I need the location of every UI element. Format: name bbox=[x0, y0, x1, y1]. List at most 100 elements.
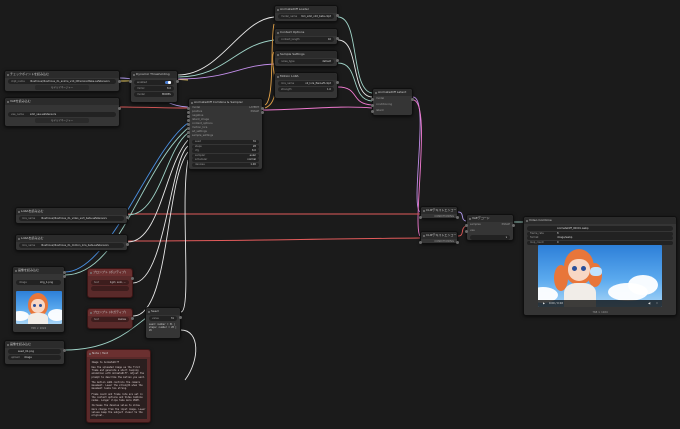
output-slot[interactable] bbox=[336, 81, 339, 84]
play-icon[interactable]: ▶ bbox=[543, 302, 545, 305]
input-slot[interactable] bbox=[187, 130, 190, 134]
prompt-option-field[interactable] bbox=[91, 285, 129, 291]
lora-name-combo[interactable]: lora_name Illustrious/Illustrious_XL_mot… bbox=[19, 242, 124, 248]
input-slot[interactable] bbox=[371, 103, 374, 107]
ckpt-name-combo[interactable]: ckpt_name Illustrious/Illustrious_XL_ani… bbox=[8, 79, 116, 84]
volume-icon[interactable]: ◀) bbox=[647, 302, 651, 305]
output-slot[interactable] bbox=[63, 349, 66, 352]
input-slot[interactable] bbox=[465, 223, 468, 227]
sample-settings-node[interactable]: Sample Settings noise_type default bbox=[274, 50, 339, 67]
input-slot[interactable] bbox=[187, 118, 190, 122]
output-slot[interactable] bbox=[261, 110, 264, 114]
negative-text-field[interactable]: text lowres bbox=[91, 316, 129, 322]
output-slot[interactable] bbox=[411, 97, 414, 101]
prompt-text-field[interactable]: text 1girl, solo, ... bbox=[91, 280, 129, 285]
input-slot[interactable] bbox=[419, 240, 422, 244]
note-paragraph: Frame count and frame rate are set in th… bbox=[91, 392, 143, 403]
dynamic-threshold-node[interactable]: Dynamic Thresholding enabled mimic 8.0 m… bbox=[129, 70, 179, 103]
motion-lora-combo[interactable]: lora_name v2_lora_PanLeft.ckpt bbox=[278, 80, 334, 86]
image-select-combo[interactable]: image img_1.png bbox=[16, 280, 61, 285]
enabled-toggle[interactable]: enabled bbox=[134, 80, 174, 85]
output-slot[interactable] bbox=[336, 14, 339, 17]
input-slot[interactable] bbox=[187, 110, 190, 114]
model-manager-button[interactable]: モデルマネージャー bbox=[35, 117, 89, 123]
context-options-node[interactable]: Context Options context_length 16 bbox=[274, 28, 339, 45]
noise-type-combo[interactable]: noise_type default bbox=[278, 58, 334, 64]
output-slot[interactable] bbox=[63, 271, 66, 274]
video-controls[interactable]: ▶ 0:00 / 0:02 ◀) ⛶ bbox=[538, 300, 662, 307]
fullscreen-icon[interactable]: ⛶ bbox=[656, 302, 658, 305]
video-combine-node[interactable]: Video Combine AnimateDiff_00001.webp fra… bbox=[523, 216, 677, 316]
animatediff-loader-node[interactable]: AnimateDiff Loader model_name mm_sdxl_v1… bbox=[274, 5, 339, 22]
output-slot[interactable] bbox=[456, 240, 459, 244]
vae-name-combo[interactable]: vae_name sdxl_vae.safetensors bbox=[8, 111, 116, 117]
input-slot[interactable] bbox=[371, 97, 374, 101]
output-slot[interactable] bbox=[118, 79, 121, 83]
toggle-switch[interactable] bbox=[165, 81, 171, 84]
lora-name-combo[interactable]: lora_name Illustrious/Illustrious_XL_vid… bbox=[19, 215, 124, 221]
output-slot[interactable] bbox=[261, 106, 264, 110]
video-preview[interactable]: ▶ 0:00 / 0:02 ◀) ⛶ bbox=[538, 245, 662, 307]
image-loader-b-node[interactable]: 画像を読み込む seed_01.png upload image bbox=[4, 340, 66, 365]
input-slot[interactable] bbox=[465, 229, 468, 233]
prompt-positive-node[interactable]: プロンプト (ポジティブ) text 1girl, solo, ... bbox=[87, 268, 134, 298]
image-select-combo[interactable]: seed_01.png bbox=[8, 348, 61, 354]
input-slot[interactable] bbox=[129, 79, 132, 83]
input-slot[interactable] bbox=[187, 134, 190, 138]
filename-field[interactable]: AnimateDiff_00001.webp bbox=[527, 226, 673, 231]
lora-loader-a-node[interactable]: LoRAを読み込む lora_name Illustrious/Illustri… bbox=[15, 207, 129, 224]
output-slot[interactable] bbox=[512, 223, 515, 227]
clip-encode-positive-node[interactable]: CLIPテキストエンコード CONDITIONING bbox=[419, 206, 459, 219]
model-field[interactable]: model MODEL bbox=[134, 91, 174, 97]
motion-model-combo[interactable]: model_name mm_sdxl_v10_beta.ckpt bbox=[278, 13, 334, 19]
input-image-thumbnail[interactable] bbox=[16, 291, 62, 324]
output-slot[interactable] bbox=[336, 37, 339, 40]
strength-field[interactable]: strength 1.0 bbox=[278, 86, 334, 92]
model-manager-button[interactable]: モデルマネージャー bbox=[35, 85, 89, 90]
image-loader-node[interactable]: 画像を読み込む image img_1.png 768 × 1024 bbox=[12, 266, 66, 333]
output-slot[interactable] bbox=[336, 59, 339, 62]
output-slot[interactable] bbox=[126, 216, 129, 219]
input-slot[interactable] bbox=[187, 126, 190, 130]
seed-node[interactable]: Seed value 31 seed: number = 31 | steps:… bbox=[145, 307, 182, 339]
output-slot[interactable] bbox=[176, 79, 179, 83]
vae-loader-node[interactable]: VAEを読み込む vae_name sdxl_vae.safetensors モ… bbox=[4, 97, 121, 127]
output-slot[interactable] bbox=[131, 277, 134, 280]
output-slot[interactable] bbox=[131, 317, 134, 320]
lora-loader-b-node[interactable]: LoRAを読み込む lora_name Illustrious/Illustri… bbox=[15, 234, 129, 251]
output-slot[interactable] bbox=[456, 215, 459, 219]
upload-button[interactable]: upload image bbox=[8, 354, 61, 360]
input-slot[interactable] bbox=[187, 114, 190, 118]
input-slot[interactable] bbox=[371, 109, 374, 113]
output-slot[interactable] bbox=[179, 316, 182, 319]
output-slot[interactable] bbox=[63, 275, 66, 278]
mimic-field[interactable]: mimic 8.0 bbox=[134, 85, 174, 91]
input-slot[interactable] bbox=[187, 122, 190, 126]
decode-widget[interactable]: ▾ bbox=[470, 234, 510, 240]
prompt-negative-node[interactable]: プロンプト (ネガティブ) text lowres bbox=[87, 308, 134, 329]
context-length-field[interactable]: context_length 16 bbox=[278, 36, 334, 42]
checkpoint-loader-node[interactable]: チェックポイントを読み込む ckpt_name Illustrious/Illu… bbox=[4, 70, 121, 92]
output-slot[interactable] bbox=[118, 106, 121, 110]
clip-encode-negative-node[interactable]: CLIPテキストエンコード CONDITIONING bbox=[419, 231, 459, 244]
primitive-value-field[interactable]: value 31 bbox=[149, 315, 177, 321]
output-slot[interactable] bbox=[126, 243, 129, 246]
input-slot[interactable] bbox=[187, 106, 190, 110]
motion-lora-node[interactable]: Motion LoRA lora_name v2_lora_PanLeft.ck… bbox=[274, 72, 339, 99]
input-slot[interactable] bbox=[419, 215, 422, 219]
